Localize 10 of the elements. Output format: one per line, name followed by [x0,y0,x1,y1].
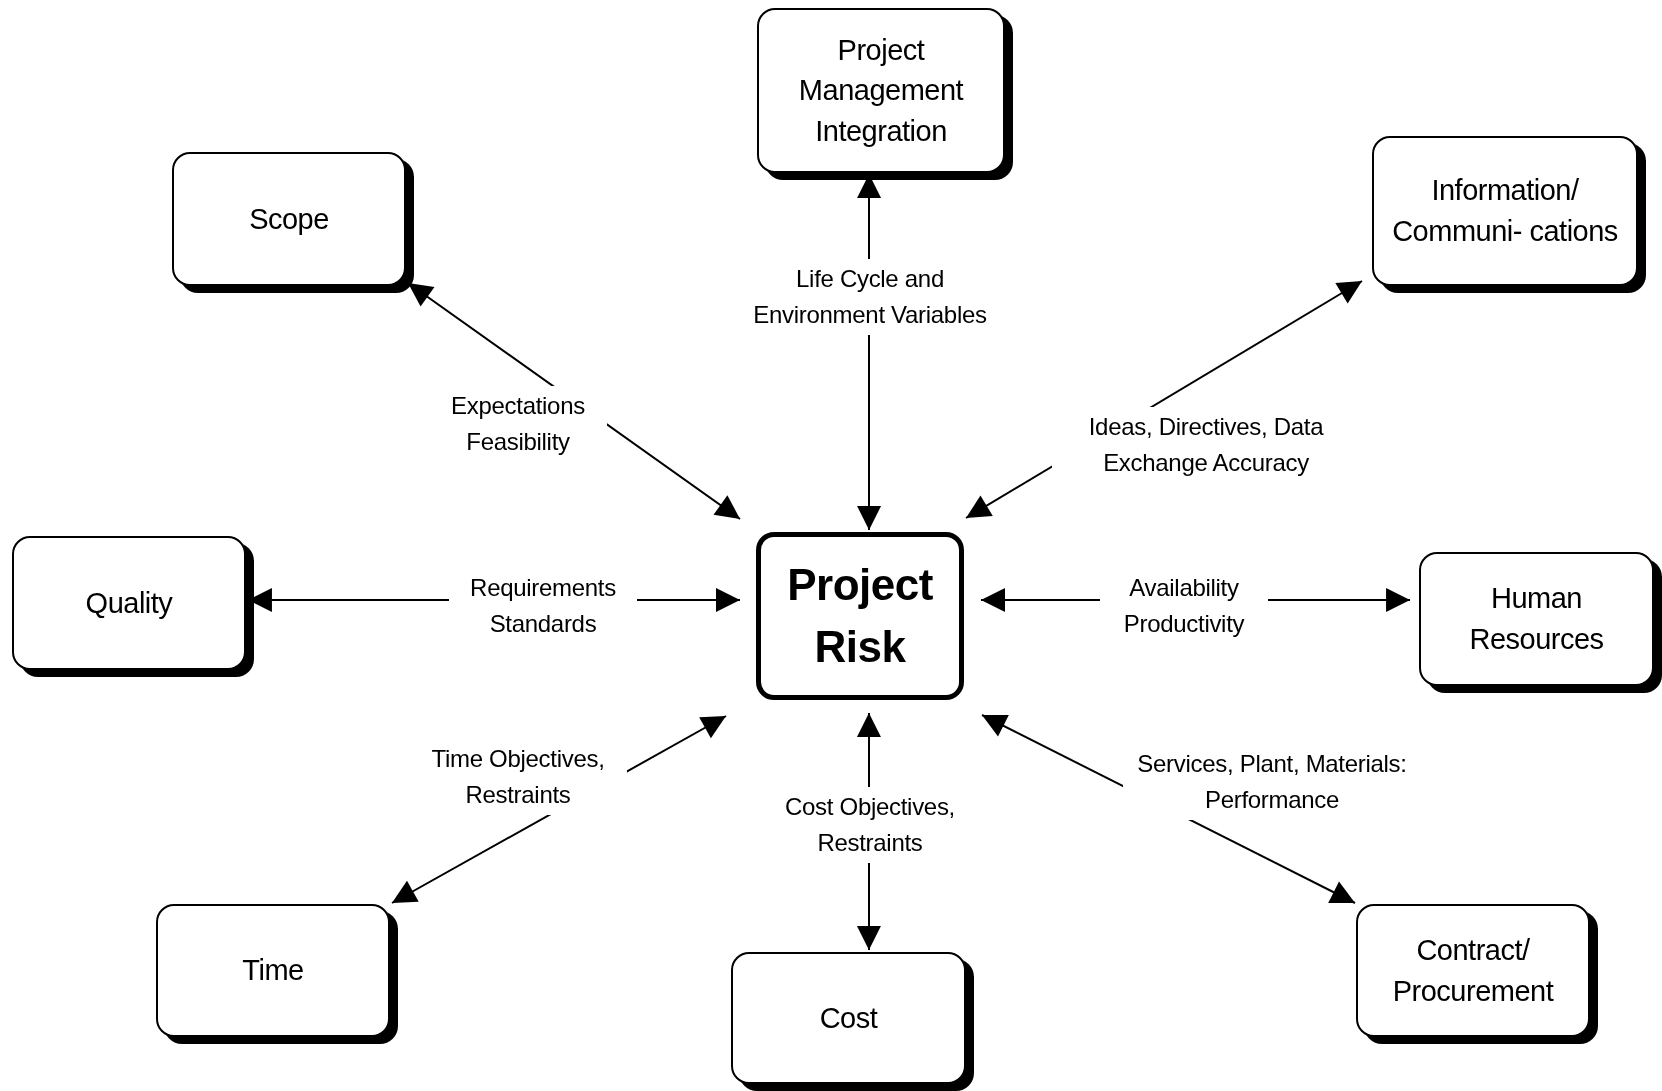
box-text: Project Management Integration [797,32,965,149]
box-text: Contract/ Procurement [1391,932,1555,1009]
box-text: Scope [249,201,329,237]
box-text: Time [242,953,304,989]
box-text: Human Resources [1468,581,1605,657]
box-text: Information/ Communi- cations [1391,173,1619,249]
box-text: Cost [819,1000,878,1036]
box-text: Quality [85,585,173,621]
box-text: Project Risk [786,559,934,673]
central-box [756,532,964,700]
